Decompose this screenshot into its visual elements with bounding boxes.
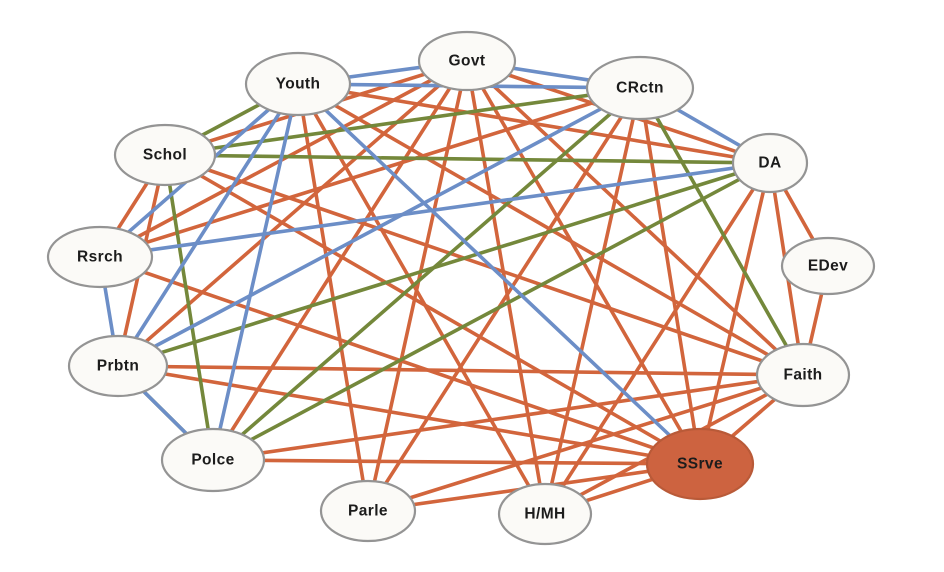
node-ellipse-DA[interactable] [731, 132, 809, 194]
node-label-DA: DA [758, 155, 781, 172]
tie-Polce-CRctn-green [211, 86, 642, 462]
tie-Schol-DA-green [163, 153, 772, 165]
node-EDev[interactable]: EDev [780, 236, 876, 296]
tie-Schol-Polce-green [163, 153, 215, 462]
node-ellipse-Parle[interactable] [319, 479, 417, 543]
tie-Polce-SSrve-orange [211, 458, 702, 466]
tie-Rsrch-DA-blue [98, 161, 772, 259]
node-ellipse-CRctn[interactable] [585, 55, 695, 121]
tie-Schol-SSrve-orange [163, 153, 702, 466]
node-label-Parle: Parle [348, 503, 388, 520]
node-Schol[interactable]: Schol [113, 123, 217, 187]
node-label-Prbtn: Prbtn [97, 358, 139, 375]
tie-Prbtn-DA-green [116, 161, 772, 368]
node-Faith[interactable]: Faith [755, 342, 851, 408]
tie-Govt-Faith-orange [465, 59, 805, 377]
edges-layer [98, 59, 830, 516]
tie-DA-HMH-orange [543, 161, 772, 516]
tie-Polce-DA-green [211, 161, 772, 462]
tie-DA-SSrve-orange [698, 161, 772, 466]
node-Parle[interactable]: Parle [319, 479, 417, 543]
tie-Prbtn-SSrve-orange [116, 364, 702, 466]
node-ellipse-Prbtn[interactable] [67, 334, 169, 398]
tie-CRctn-Prbtn-blue [116, 86, 642, 368]
node-SSrve[interactable]: SSrve [645, 427, 755, 501]
node-label-Schol: Schol [143, 147, 187, 164]
node-Youth[interactable]: Youth [244, 51, 352, 117]
tie-CRctn-Rsrch-orange [98, 86, 642, 259]
node-label-HMH: H/MH [524, 506, 565, 523]
tie-Govt-Parle-orange [366, 59, 469, 513]
node-ellipse-Govt[interactable] [417, 30, 517, 92]
node-label-Govt: Govt [449, 53, 486, 70]
tie-Polce-Faith-orange [211, 373, 805, 462]
node-ellipse-Polce[interactable] [160, 427, 266, 493]
node-label-Youth: Youth [276, 76, 321, 93]
node-label-Polce: Polce [191, 452, 234, 469]
node-Rsrch[interactable]: Rsrch [46, 225, 154, 289]
tie-Youth-Prbtn-blue [116, 82, 300, 368]
node-ellipse-EDev[interactable] [780, 236, 876, 296]
tie-CRctn-SSrve-orange [638, 86, 702, 466]
node-Polce[interactable]: Polce [160, 427, 266, 493]
tie-Govt-Prbtn-orange [116, 59, 469, 368]
tie-Youth-Polce-blue [211, 82, 300, 462]
node-Govt[interactable]: Govt [417, 30, 517, 92]
tie-Faith-Parle-orange [366, 373, 805, 513]
node-label-CRctn: CRctn [616, 80, 664, 97]
node-label-SSrve: SSrve [677, 456, 723, 473]
node-ellipse-SSrve-highlighted[interactable] [645, 427, 755, 501]
node-ellipse-Rsrch[interactable] [46, 225, 154, 289]
node-Prbtn[interactable]: Prbtn [67, 334, 169, 398]
node-label-EDev: EDev [808, 258, 848, 275]
node-DA[interactable]: DA [731, 132, 809, 194]
node-label-Faith: Faith [783, 367, 822, 384]
tie-Govt-Rsrch-orange [98, 59, 469, 259]
node-CRctn[interactable]: CRctn [585, 55, 695, 121]
tie-Youth-DA-orange [296, 82, 772, 165]
node-label-Rsrch: Rsrch [77, 249, 123, 266]
node-ellipse-Youth[interactable] [244, 51, 352, 117]
tie-Govt-Polce-orange [211, 59, 469, 462]
node-ellipse-Faith[interactable] [755, 342, 851, 408]
tie-CRctn-Faith-green [638, 86, 805, 377]
node-ellipse-Schol[interactable] [113, 123, 217, 187]
node-ellipse-HMH[interactable] [497, 482, 593, 546]
node-HMH[interactable]: H/MH [497, 482, 593, 546]
tie-Schol-CRctn-green [163, 86, 642, 157]
tie-CRctn-Parle-orange [366, 86, 642, 513]
tie-Youth-SSrve-blue [296, 82, 702, 466]
tie-Schol-Faith-orange [163, 153, 805, 377]
